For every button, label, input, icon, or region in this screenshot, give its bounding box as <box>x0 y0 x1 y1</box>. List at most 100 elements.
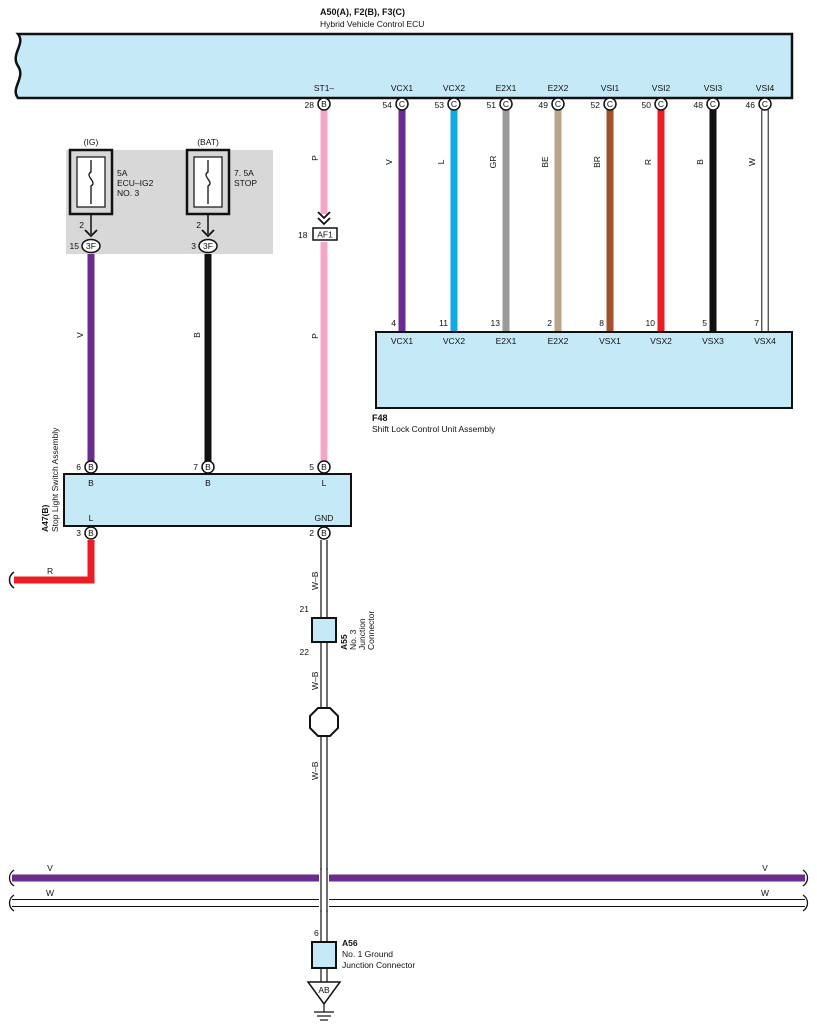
ecu-wire-label-3-holder: GR <box>488 156 498 169</box>
bus-label-left-1: W <box>46 888 54 898</box>
ecu-pin-3-circle <box>499 97 513 111</box>
ecu-pin-term-8: VSI4 <box>756 83 775 93</box>
fuse-conn-0: 3F <box>86 241 96 251</box>
sl-pin-num-3: 2 <box>547 318 552 328</box>
junction-a55-code: A55 <box>339 634 349 650</box>
ground-wire-crossing <box>319 870 329 910</box>
ecu-pin-7-letter: C <box>710 99 716 109</box>
ecu-pin-num-1: 54 <box>383 100 393 110</box>
ecu-pin-num-6: 50 <box>642 100 652 110</box>
sw-bot-term-1: GND <box>315 513 334 523</box>
junction-a55-line3: Connector <box>366 611 376 650</box>
sl-pin-num-0: 4 <box>391 318 396 328</box>
bus-break-right-icon-0 <box>802 869 809 887</box>
sl-pin-term-2: E2X1 <box>496 336 517 346</box>
bus-label-right-0: V <box>762 863 768 873</box>
fuse-pin-1: 2 <box>196 220 201 230</box>
junction-a55-line2: Junction <box>357 618 367 650</box>
junction-a55-pin-bottom: 22 <box>300 647 310 657</box>
af1-box <box>312 227 338 241</box>
sw-bot-pin-0-circle <box>84 526 98 540</box>
fuse-name2-0: NO. 3 <box>117 188 139 198</box>
ecu-pin-0-letter: B <box>321 99 327 109</box>
sl-pin-num-2: 13 <box>491 318 501 328</box>
sl-pin-term-1: VCX2 <box>443 336 465 346</box>
bus-break-left-icon-1 <box>8 894 15 912</box>
ecu-wire-label-6-holder: R <box>643 159 653 165</box>
ecu-pin-term-4: E2X2 <box>548 83 569 93</box>
sw-top-pin-2-letter: B <box>321 462 327 472</box>
ground-label: AB <box>318 985 330 995</box>
shift-lock-code: F48 <box>372 413 388 423</box>
ecu-pin-6-letter: C <box>658 99 664 109</box>
ecu-pin-term-5: VSI1 <box>601 83 620 93</box>
sl-pin-num-6: 5 <box>702 318 707 328</box>
ground-triangle-icon <box>306 981 342 1006</box>
ecu-wire-label-7-holder: B <box>695 159 705 165</box>
sl-pin-term-6: VSX3 <box>702 336 724 346</box>
sw-bot-pin-1-letter: B <box>321 528 327 538</box>
sl-pin-term-7: VSX4 <box>754 336 776 346</box>
ecu-pin-term-3: E2X1 <box>496 83 517 93</box>
ecu-pin-term-0: ST1– <box>314 83 335 93</box>
ecu-wire-label-2: L <box>436 159 446 164</box>
junction-a55-pin-top: 21 <box>300 604 310 614</box>
fuse-pin-0: 2 <box>79 220 84 230</box>
splice-octagon-icon <box>309 707 339 737</box>
af1-chevron-icon <box>317 211 331 226</box>
fuse-conn-oval-0 <box>81 238 101 254</box>
fuse-rating-0: 5A <box>117 168 128 178</box>
ecu-pin-num-5: 52 <box>591 100 601 110</box>
sl-pin-num-7: 7 <box>754 318 759 328</box>
bus-label-right-1: W <box>761 888 769 898</box>
sw-top-pin-2-circle <box>317 460 331 474</box>
ecu-pin-num-8: 46 <box>746 100 756 110</box>
sl-pin-term-4: VSX1 <box>599 336 621 346</box>
sl-pin-term-5: VSX2 <box>650 336 672 346</box>
fuse-conn-num-0: 15 <box>70 241 80 251</box>
shift-lock-box <box>375 331 793 409</box>
ecu-pin-term-1: VCX1 <box>391 83 413 93</box>
fuse-name1-0: ECU–IG2 <box>117 178 154 188</box>
ecu-wire-label-8-holder: W <box>747 158 757 166</box>
ecu-pin-num-0: 28 <box>305 100 315 110</box>
sw-top-pin-1-circle <box>201 460 215 474</box>
sw-top-term-0: B <box>88 478 94 488</box>
ground-wire-label-1: W–B <box>310 571 320 590</box>
ground-wire-label-3: W–B <box>310 761 320 780</box>
fuse-name1-1: STOP <box>234 178 257 188</box>
ecu-name: Hybrid Vehicle Control ECU <box>320 19 424 29</box>
ground-wire-label-2: W–B <box>310 671 320 690</box>
junction-a55-line1: No. 3 <box>348 629 358 650</box>
fuse-conn-oval-1 <box>198 238 218 254</box>
ecu-pin-2-circle <box>447 97 461 111</box>
ecu-pin-6-circle <box>654 97 668 111</box>
sw-top-pin-0-letter: B <box>88 462 94 472</box>
sl-pin-num-5: 10 <box>646 318 656 328</box>
shift-lock-name: Shift Lock Control Unit Assembly <box>372 424 496 434</box>
ground-symbol-icon <box>314 1004 334 1021</box>
wire-r-out <box>14 540 95 584</box>
sw-top-num-1: 7 <box>193 462 198 472</box>
ecu-pin-2-letter: C <box>451 99 457 109</box>
ecu-wire-label-1: V <box>384 159 394 165</box>
junction-a56-pin: 6 <box>314 928 319 938</box>
shift-lock-pin-group: 4VCX111VCX213E2X12E2X28VSX110VSX25VSX37V… <box>391 318 776 346</box>
sw-bot-pin-0-letter: B <box>88 528 94 538</box>
ecu-pin-8-circle <box>758 97 772 111</box>
ecu-wire-label-8: W <box>747 158 757 166</box>
ecu-pin-4-letter: C <box>555 99 561 109</box>
sw-top-term-1: B <box>205 478 211 488</box>
sw-top-pin-0-circle <box>84 460 98 474</box>
ecu-wire-label-2-holder: L <box>436 159 446 164</box>
sw-top-term-2: L <box>322 478 327 488</box>
ecu-pin-1-letter: C <box>399 99 405 109</box>
fuse-conn-num-1: 3 <box>191 241 196 251</box>
ecu-pin-8-letter: C <box>762 99 768 109</box>
sw-bot-term-0: L <box>89 513 94 523</box>
ecu-pin-4-circle <box>551 97 565 111</box>
ecu-pin-5-letter: C <box>607 99 613 109</box>
